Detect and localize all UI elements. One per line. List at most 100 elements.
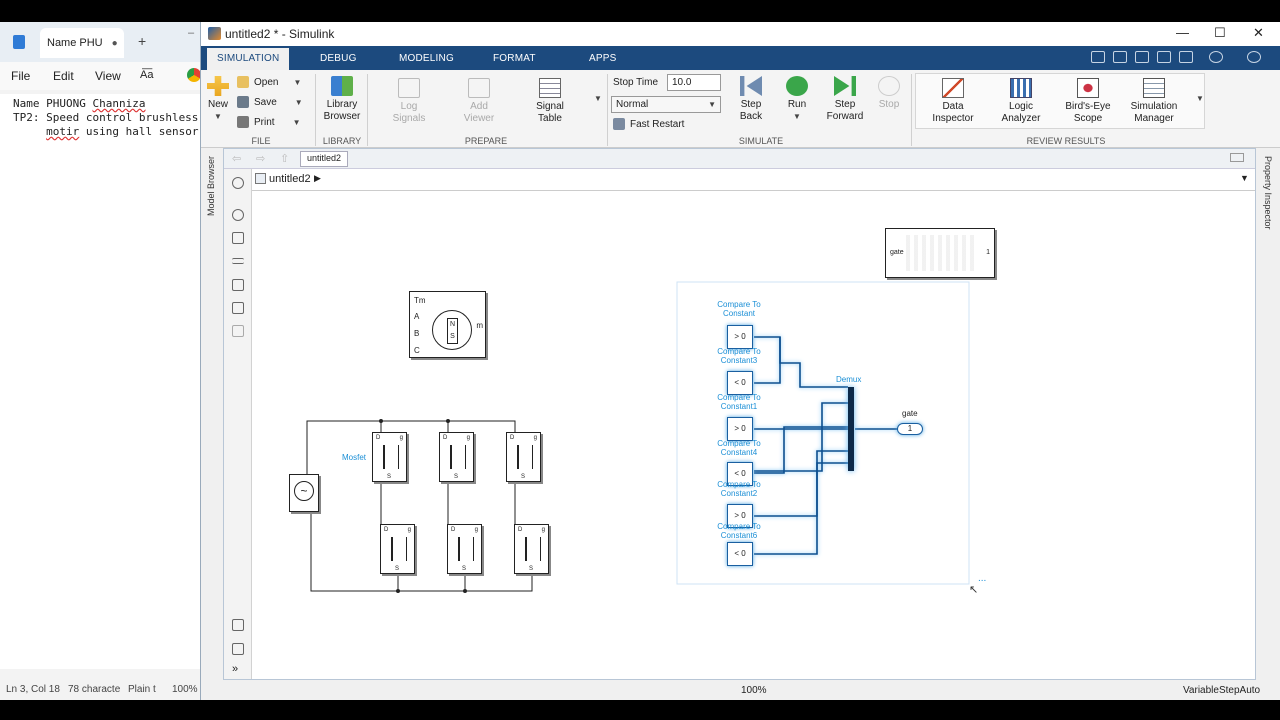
compare-label-0: Compare To Constant [717, 300, 761, 318]
viewer-icon [468, 78, 490, 98]
breadcrumb-model[interactable]: untitled2 [269, 173, 311, 185]
copilot-icon[interactable] [187, 68, 201, 82]
add-viewer-button[interactable]: Add Viewer [457, 78, 501, 125]
expand-chevron-icon[interactable]: » [232, 663, 239, 675]
birds-eye-scope-button[interactable]: Bird's-Eye Scope [1063, 78, 1113, 125]
search-icon[interactable] [1157, 51, 1171, 63]
eye-icon[interactable] [232, 177, 244, 189]
settings-icon[interactable] [1247, 51, 1261, 63]
run-button[interactable]: Run▼ [783, 76, 811, 123]
hide-explorer-icon[interactable] [1230, 153, 1244, 162]
close-icon[interactable]: ✕ [1253, 25, 1264, 40]
transistor-icon [450, 445, 466, 469]
simulation-manager-button[interactable]: Simulation Manager [1127, 78, 1181, 125]
dc-voltage-source-block[interactable]: ~ [289, 474, 319, 512]
compare-block-0[interactable]: > 0 [727, 325, 753, 349]
demux-label: Demux [836, 375, 862, 384]
notepad-text-area[interactable]: Name PHUONG Channiza TP2: Speed control … [0, 94, 205, 669]
step-back-button[interactable]: Step Back [731, 76, 771, 123]
image-icon[interactable] [232, 302, 244, 314]
property-inspector-tab[interactable]: Property Inspector [1263, 156, 1273, 230]
more-actions-icon[interactable]: ... [978, 573, 987, 584]
compare-block-3[interactable]: < 0 [727, 462, 753, 486]
gate-label: gate [902, 409, 918, 418]
demux-block[interactable] [848, 387, 854, 471]
compare-block-2[interactable]: > 0 [727, 417, 753, 441]
minimize-icon[interactable]: — [1176, 25, 1189, 40]
print-button[interactable]: Print▼ [237, 116, 300, 128]
maximize-icon[interactable]: ☐ [1214, 25, 1226, 40]
new-tab-button[interactable]: + [138, 33, 147, 49]
ribbon: New▼ Open▼ Save▼ Print▼ FILE Library Bro… [201, 70, 1280, 148]
breadcrumb: untitled2 ▶ ▼ [252, 169, 1255, 191]
tab-simulation[interactable]: SIMULATION [207, 48, 290, 70]
new-button[interactable]: New▼ [205, 76, 231, 123]
font-icon[interactable]: A͞a [140, 69, 154, 81]
tab-debug[interactable]: DEBUG [320, 53, 357, 64]
help-icon[interactable] [1209, 51, 1223, 63]
undo-icon[interactable] [1113, 51, 1127, 63]
zoom-icon[interactable] [232, 209, 244, 221]
up-arrow-icon[interactable]: ⇧ [280, 153, 290, 165]
tab-modeling[interactable]: MODELING [399, 53, 454, 64]
save-icon[interactable] [1091, 51, 1105, 63]
log-signals-button[interactable]: Log Signals [387, 78, 431, 125]
step-forward-button[interactable]: Step Forward [823, 76, 867, 123]
status-solver[interactable]: VariableStepAuto [1183, 685, 1261, 696]
menu-file[interactable]: File [11, 69, 31, 83]
arrows-icon[interactable] [232, 258, 244, 264]
library-browser-button[interactable]: Library Browser [321, 76, 363, 123]
mosfet-label: Mosfet [342, 453, 367, 462]
logic-analyzer-button[interactable]: Logic Analyzer [995, 78, 1047, 125]
annotation-icon[interactable] [232, 279, 244, 291]
save-button[interactable]: Save▼ [237, 96, 303, 108]
subsystem-in-label: gate [890, 249, 904, 256]
camera-icon[interactable] [232, 619, 244, 631]
stop-button[interactable]: Stop [875, 76, 903, 111]
prepare-gallery-chevron-icon[interactable]: ▼ [594, 94, 602, 103]
window-title: untitled2 * - Simulink [225, 27, 335, 41]
forward-arrow-icon[interactable]: ⇨ [256, 153, 266, 165]
report-icon[interactable] [232, 643, 244, 655]
stop-time-input[interactable]: 10.0 [667, 74, 721, 91]
signal-table-button[interactable]: Signal Table [527, 78, 573, 125]
printer-icon [237, 116, 249, 128]
fit-view-icon[interactable] [232, 232, 244, 244]
property-inspector-strip: Property Inspector [1256, 148, 1280, 700]
minimize-icon[interactable]: – [188, 27, 195, 39]
back-arrow-icon[interactable]: ⇦ [232, 153, 242, 165]
compare-block-4[interactable]: > 0 [727, 504, 753, 528]
compare-block-1[interactable]: < 0 [727, 371, 753, 395]
model-tab[interactable]: untitled2 [300, 151, 349, 167]
tab-apps[interactable]: APPS [589, 53, 617, 64]
menu-edit[interactable]: Edit [53, 69, 74, 83]
run-icon [786, 76, 808, 96]
tab-format[interactable]: FORMAT [493, 53, 536, 64]
notepad-tab[interactable]: Name PHU ● [40, 28, 124, 58]
data-inspector-button[interactable]: Data Inspector [929, 78, 977, 125]
compare-block-5[interactable]: < 0 [727, 542, 753, 566]
fast-restart-button[interactable]: Fast Restart [613, 118, 684, 130]
redo-icon[interactable] [1135, 51, 1149, 63]
zoom-icon[interactable] [1179, 51, 1193, 63]
menu-view[interactable]: View [95, 69, 121, 83]
gate-inport[interactable]: 1 [897, 423, 923, 435]
compare-label-3: Compare To Constant4 [717, 439, 761, 457]
open-button[interactable]: Open▼ [237, 76, 301, 88]
model-browser-tab[interactable]: Model Browser [206, 156, 216, 217]
notepad-menubar: File Edit View A͞a [0, 62, 204, 90]
simulation-mode-select[interactable]: Normal▼ [611, 96, 721, 113]
breadcrumb-chevron-down-icon[interactable]: ▼ [1240, 173, 1249, 183]
area-icon[interactable] [232, 325, 244, 337]
stop-time-label: Stop Time [613, 77, 659, 88]
subsystem-block[interactable]: gate 1 [885, 228, 995, 278]
review-gallery-chevron-icon[interactable]: ▼ [1196, 94, 1204, 103]
